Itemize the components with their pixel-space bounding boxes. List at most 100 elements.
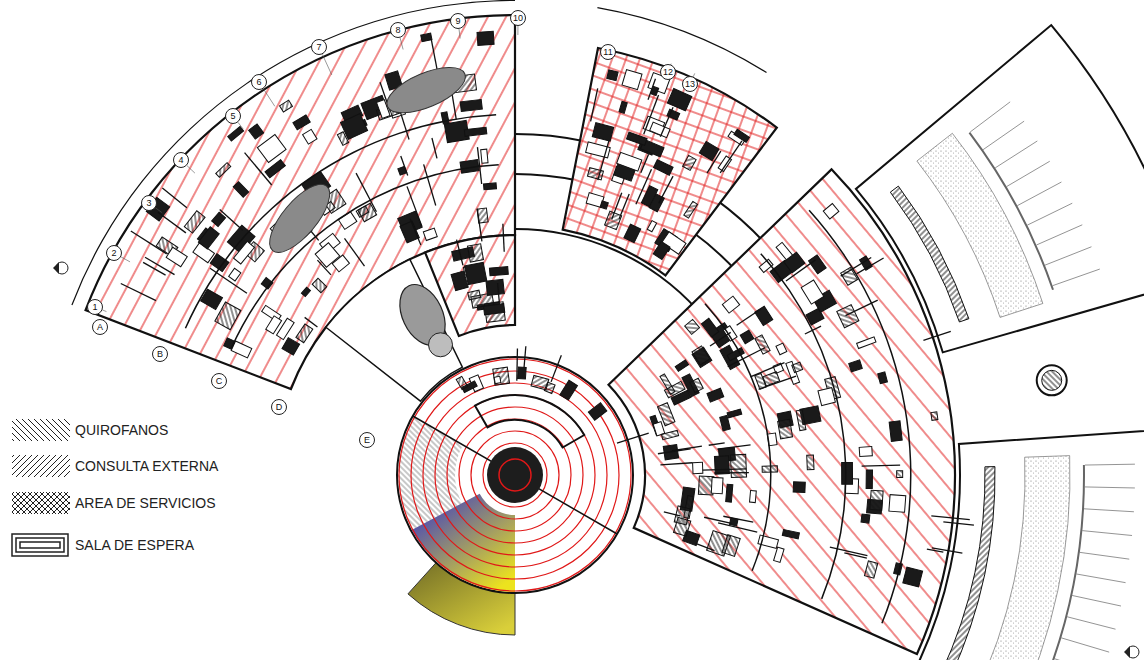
- plan-linework: [1027, 203, 1072, 225]
- plan-linework: [636, 169, 652, 204]
- plan-linework: [215, 302, 241, 330]
- plan-linework: [245, 153, 272, 185]
- plan-linework: [86, 15, 515, 389]
- plan-linework: [861, 514, 870, 523]
- plan-linework: [1085, 487, 1135, 488]
- plan-linework: [722, 535, 740, 557]
- plan-linework: [483, 183, 496, 190]
- plan-linework: [93, 320, 108, 335]
- plan-linework: [758, 376, 796, 389]
- plan-linework: [859, 447, 872, 457]
- plan-linework: [923, 331, 950, 340]
- plan-linework: [878, 372, 888, 384]
- plan-linework: [230, 164, 498, 349]
- plan-linework: [842, 463, 853, 485]
- plan-linework: [1085, 464, 1135, 466]
- plan-linework: [22, 492, 44, 514]
- plan-linework: [64, 419, 70, 441]
- plan-linework: [260, 175, 340, 261]
- plan-linework: [233, 182, 248, 198]
- plan-linework: [86, 15, 515, 389]
- plan-linework: [654, 160, 674, 175]
- plan-linework: [487, 447, 543, 503]
- plan-linework: [563, 48, 777, 275]
- plan-linework: [931, 516, 969, 520]
- plan-linework: [142, 196, 157, 211]
- plan-linework: [518, 367, 527, 379]
- plan-linework: [551, 355, 561, 382]
- plan-linework: [301, 287, 310, 296]
- plan-linework: [1037, 225, 1083, 245]
- plan-linework: [650, 122, 670, 137]
- plan-linework: [477, 209, 482, 242]
- plan-linework: [344, 238, 364, 266]
- plan-linework: [212, 374, 227, 389]
- plan-linework: [451, 14, 466, 29]
- plan-linework: [774, 547, 784, 562]
- plan-linework: [683, 77, 698, 92]
- plan-linework: [226, 109, 241, 124]
- plan-linework: [58, 492, 70, 514]
- plan-linework: [34, 455, 56, 477]
- plan-linework: [46, 492, 68, 514]
- plan-linework: [158, 212, 186, 233]
- plan-linework: [516, 348, 518, 380]
- plan-linework: [121, 257, 130, 262]
- plan-linework: [220, 209, 243, 230]
- plan-linework: [249, 124, 264, 139]
- plan-linework: [421, 33, 432, 42]
- plan-linework: [494, 376, 501, 383]
- plan-linework: [468, 244, 484, 262]
- plan-linework: [1076, 574, 1125, 583]
- plan-linework: [927, 549, 943, 552]
- plan-linework: [410, 219, 421, 245]
- plan-linework: [664, 512, 680, 516]
- plan-linework: [28, 419, 50, 441]
- plan-linework: [793, 482, 805, 493]
- plan-linework: [705, 303, 772, 571]
- plan-linework: [312, 40, 327, 55]
- plan-linework: [619, 194, 629, 219]
- plan-linework: [12, 419, 32, 441]
- plan-linework: [609, 169, 955, 654]
- plan-linework: [563, 48, 777, 275]
- plan-linework: [296, 324, 313, 343]
- plan-linework: [162, 188, 186, 208]
- plan-linework: [40, 492, 62, 514]
- plan-linework: [58, 455, 70, 477]
- plan-linework: [411, 371, 619, 579]
- plan-linework: [174, 153, 189, 168]
- grid-bubbles: [53, 11, 1139, 659]
- plan-linework: [1030, 465, 1085, 660]
- plan-linework: [903, 567, 923, 587]
- plan-linework: [841, 267, 858, 285]
- plan-linework: [693, 462, 703, 473]
- plan-linework: [723, 516, 753, 522]
- plan-linework: [707, 388, 724, 402]
- plan-linework: [399, 359, 631, 591]
- plan-linework: [658, 449, 691, 454]
- plan-linework: [303, 129, 317, 144]
- plan-linework: [228, 126, 244, 140]
- plan-linework: [692, 346, 710, 365]
- plan-linework: [12, 492, 32, 514]
- plan-linework: [71, 0, 515, 305]
- grid-axis-label: 5: [230, 112, 235, 121]
- plan-linework: [12, 534, 68, 556]
- plan-linework: [1124, 646, 1130, 658]
- plan-linework: [293, 115, 310, 130]
- plan-linework: [88, 300, 103, 315]
- grid-axis-label: 3: [146, 199, 151, 208]
- plan-linework: [750, 363, 784, 377]
- grid-axis-label: B: [157, 350, 163, 359]
- plan-linework: [983, 121, 1024, 150]
- plan-linework: [614, 164, 635, 181]
- plan-linework: [459, 29, 460, 38]
- plan-linework: [317, 260, 331, 275]
- plan-linework: [667, 89, 691, 111]
- plan-linework: [690, 378, 703, 392]
- plan-linework: [600, 201, 608, 209]
- plan-linework: [1055, 659, 1102, 660]
- plan-linework: [1084, 509, 1134, 512]
- plan-linework: [837, 305, 859, 328]
